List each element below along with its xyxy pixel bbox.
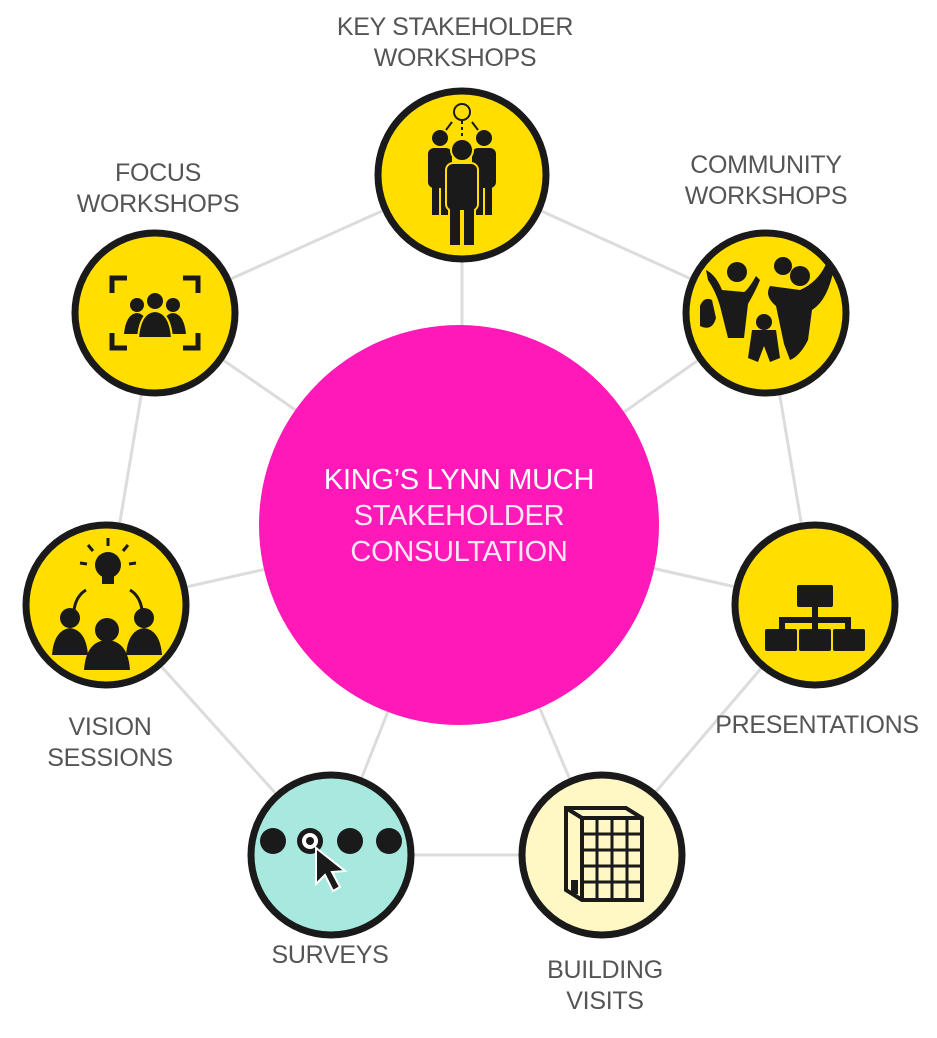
center-title-line2: STAKEHOLDER xyxy=(353,500,565,532)
node-building-visits xyxy=(518,771,686,939)
node-presentations xyxy=(731,521,899,689)
lightbulb-team-icon xyxy=(52,538,162,670)
label-focus-line1: FOCUS xyxy=(114,159,202,187)
label-building-visits-line1: BUILDING xyxy=(547,956,663,984)
community-people-icon xyxy=(700,257,834,362)
focus-group-icon xyxy=(109,275,201,351)
label-vision-line2: SESSIONS xyxy=(47,744,173,772)
node-community xyxy=(682,229,850,397)
label-presentations: PRESENTATIONS xyxy=(715,710,919,741)
node-surveys xyxy=(247,771,415,939)
center-title-line3: CONSULTATION xyxy=(350,536,568,568)
center-title: KING’S LYNN MUCH STAKEHOLDER CONSULTATIO… xyxy=(323,462,595,570)
label-community: COMMUNITY WORKSHOPS xyxy=(685,150,848,212)
label-surveys-line1: SURVEYS xyxy=(271,941,389,969)
node-vision-sessions xyxy=(22,521,190,689)
node-key-stakeholder xyxy=(374,87,550,263)
label-community-line1: COMMUNITY xyxy=(690,151,842,179)
center-circle xyxy=(259,325,659,725)
survey-cursor-icon xyxy=(260,828,402,893)
label-key-stakeholder: KEY STAKEHOLDER WORKSHOPS xyxy=(336,12,574,74)
label-vision-line1: VISION xyxy=(68,713,152,741)
node-focus-workshops xyxy=(71,229,239,397)
center-title-line1: KING’S LYNN MUCH xyxy=(323,464,595,496)
label-surveys: SURVEYS xyxy=(272,940,389,971)
label-building-visits-line2: VISITS xyxy=(566,987,644,1015)
label-vision: VISION SESSIONS xyxy=(47,712,173,774)
org-chart-icon xyxy=(765,585,865,651)
label-building-visits: BUILDING VISITS xyxy=(547,955,663,1017)
label-key-stakeholder-line2: WORKSHOPS xyxy=(373,44,537,72)
label-presentations-line1: PRESENTATIONS xyxy=(715,711,919,739)
stakeholder-group-icon xyxy=(428,103,496,245)
label-focus-line2: WORKSHOPS xyxy=(76,190,240,218)
building-icon xyxy=(564,806,644,902)
label-key-stakeholder-line1: KEY STAKEHOLDER xyxy=(336,13,574,41)
label-focus: FOCUS WORKSHOPS xyxy=(77,158,240,220)
label-community-line2: WORKSHOPS xyxy=(684,182,848,210)
